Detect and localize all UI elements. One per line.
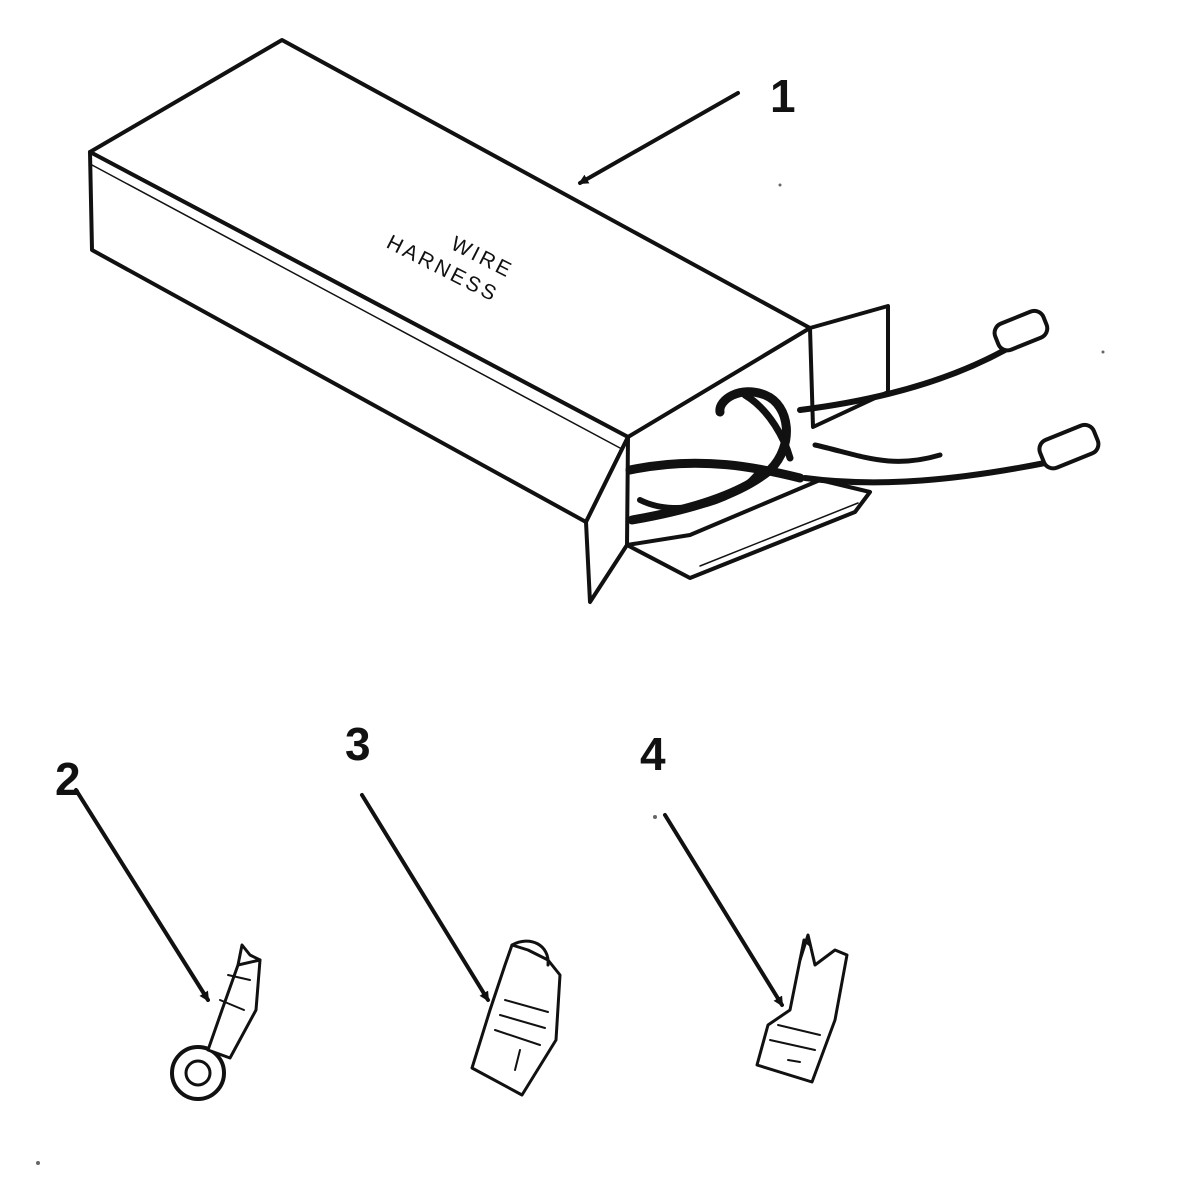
- callout-number-4: 4: [640, 728, 666, 780]
- spade-terminal: [755, 933, 849, 1084]
- flag-terminal: [470, 939, 562, 1097]
- arrow-2: [74, 788, 210, 1002]
- ring-terminal: [170, 943, 262, 1101]
- callout-4: 4: [640, 728, 784, 1007]
- harness-leads: [797, 308, 1101, 486]
- arrow-4: [663, 813, 784, 1007]
- callout-number-1: 1: [770, 70, 796, 122]
- callout-3: 3: [345, 718, 490, 1002]
- connector-lower: [1037, 422, 1101, 471]
- callout-number-3: 3: [345, 718, 371, 770]
- scan-specks: [36, 183, 1105, 1165]
- callout-1: 1: [578, 70, 796, 185]
- callout-number-2: 2: [55, 753, 81, 805]
- ring-terminal-eye: [170, 1045, 226, 1101]
- connector-upper: [992, 308, 1050, 353]
- box-crease-line: [91, 164, 621, 449]
- box-flap-bottom-crease: [699, 502, 859, 567]
- arrow-1: [578, 91, 740, 185]
- wire-harness-box: WIRE HARNESS: [88, 38, 1101, 604]
- coiled-wires: [625, 387, 805, 525]
- box-flap-bottom: [625, 478, 872, 580]
- arrow-3: [360, 793, 490, 1002]
- spade-terminal-body: [755, 933, 849, 1084]
- ring-terminal-hole: [184, 1059, 212, 1087]
- callout-2: 2: [55, 753, 210, 1002]
- ring-terminal-barrel: [206, 958, 262, 1060]
- box-opening-edge: [626, 326, 815, 439]
